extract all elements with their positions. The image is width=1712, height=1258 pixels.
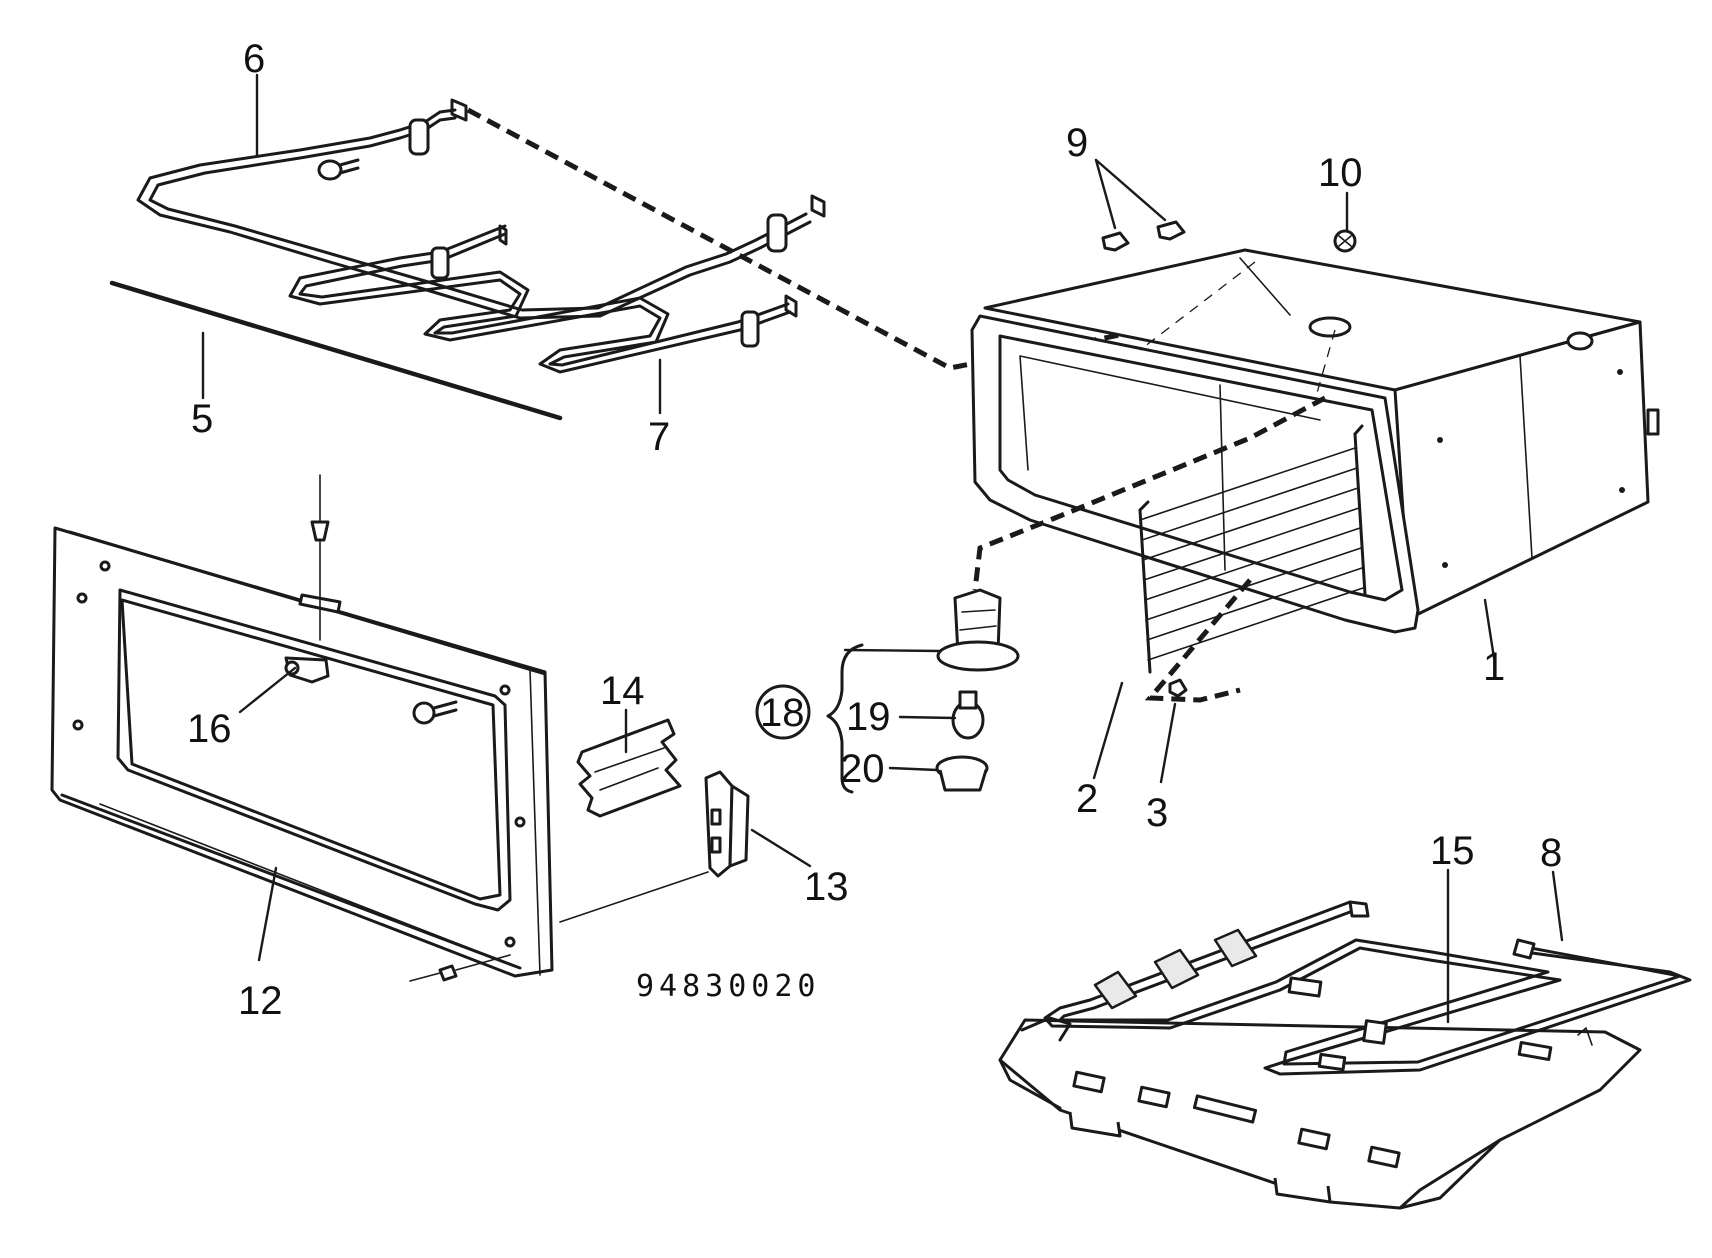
callout-6: 6 xyxy=(243,37,265,81)
wiring-dashed-line xyxy=(466,107,1251,371)
heating-element-part-7 xyxy=(288,224,798,374)
callout-8: 8 xyxy=(1540,831,1562,875)
callout-16: 16 xyxy=(187,707,232,751)
base-plate-part-15 xyxy=(998,1016,1642,1210)
lamp-cover-part-20 xyxy=(935,755,989,792)
grill-element-part-6 xyxy=(136,98,826,320)
callout-15: 15 xyxy=(1430,829,1475,873)
clip-part-3 xyxy=(1168,678,1188,698)
callout-10: 10 xyxy=(1318,151,1363,195)
door-part-12 xyxy=(50,526,554,978)
bracket-part-14 xyxy=(576,718,682,818)
callout-19: 19 xyxy=(846,695,891,739)
clips-part-9 xyxy=(1101,220,1186,252)
bulb-part-19 xyxy=(951,690,985,740)
shelf-rack-part-2 xyxy=(1138,424,1367,674)
rod-part-5 xyxy=(109,280,563,421)
callout-5: 5 xyxy=(191,397,213,441)
callout-18-circle xyxy=(755,684,811,740)
callout-18: 18 xyxy=(760,691,805,735)
hinge-part-13 xyxy=(559,770,750,923)
callout-3: 3 xyxy=(1146,791,1168,835)
callout-labels: 6 5 7 9 10 1 2 3 14 13 16 12 15 8 19 20 … xyxy=(187,37,1562,1023)
drawing-number: 94830020 xyxy=(636,969,821,1004)
callout-20: 20 xyxy=(840,747,885,791)
callout-13: 13 xyxy=(804,865,849,909)
lamp-holder-part-18 xyxy=(936,588,1020,672)
bottom-element-part-8 xyxy=(1043,900,1692,1076)
door-screws xyxy=(409,700,511,982)
leader-lines xyxy=(201,73,1564,1024)
callout-14: 14 xyxy=(600,669,645,713)
callout-1: 1 xyxy=(1483,645,1505,689)
grommet-part-10 xyxy=(1333,229,1357,253)
lamp-wiring-dashed-line xyxy=(972,395,1327,591)
callout-12: 12 xyxy=(238,979,283,1023)
rack-wiring-dashed-line xyxy=(1144,578,1252,703)
assembly-brace xyxy=(826,643,864,794)
oven-cavity-part-1 xyxy=(970,248,1660,634)
callout-7: 7 xyxy=(648,415,670,459)
callout-9: 9 xyxy=(1066,121,1088,165)
callout-2: 2 xyxy=(1076,777,1098,821)
